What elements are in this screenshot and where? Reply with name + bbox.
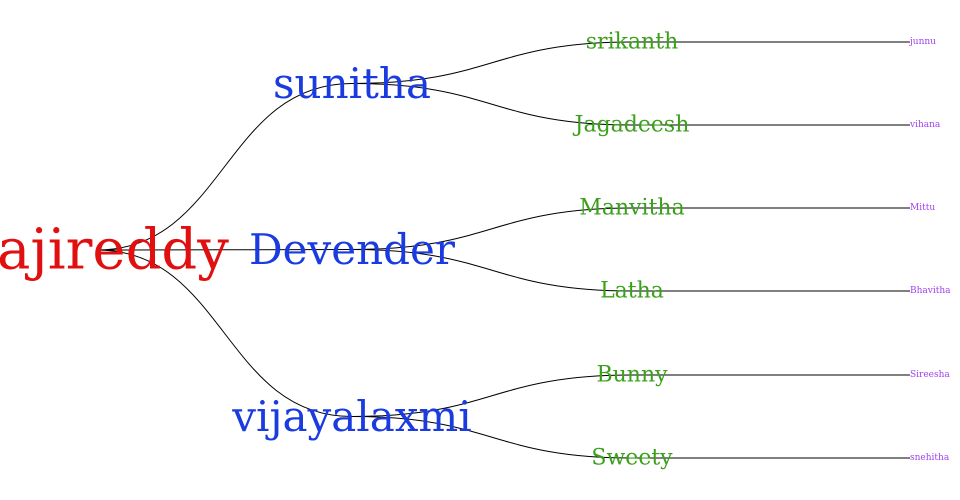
tree-node-label[interactable]: junnu — [909, 37, 936, 47]
tree-link — [96, 83, 353, 251]
tree-link — [351, 83, 633, 126]
tree-link — [96, 249, 353, 417]
tree-link — [96, 249, 353, 251]
tree-link — [351, 249, 633, 292]
tree-link — [351, 41, 633, 84]
tree-node-label[interactable]: Bhavitha — [910, 286, 951, 296]
tree-link — [351, 416, 633, 459]
tree-node-label[interactable]: Manvitha — [579, 196, 684, 221]
tree-link — [351, 374, 633, 417]
tree-node-label[interactable]: vihana — [909, 120, 941, 130]
tree-node-label[interactable]: Jagadeesh — [573, 113, 690, 138]
tree-link — [351, 207, 633, 250]
tree-node-label[interactable]: ajireddy — [0, 218, 229, 283]
tree-node-label[interactable]: snehitha — [910, 453, 950, 463]
tree-node-label[interactable]: Sireesha — [910, 370, 950, 380]
tree-node-label[interactable]: Latha — [600, 279, 664, 304]
tree-node-label[interactable]: Devender — [249, 225, 456, 274]
tree-node-label[interactable]: Bunny — [596, 363, 668, 388]
tree-node-label[interactable]: Mittu — [910, 203, 935, 213]
tree-node-label[interactable]: vijayalaxmi — [231, 392, 471, 441]
tree-node-label[interactable]: sunitha — [273, 59, 431, 108]
tree-node-label[interactable]: Sweety — [591, 446, 673, 471]
tree-node-label[interactable]: srikanth — [586, 30, 678, 55]
